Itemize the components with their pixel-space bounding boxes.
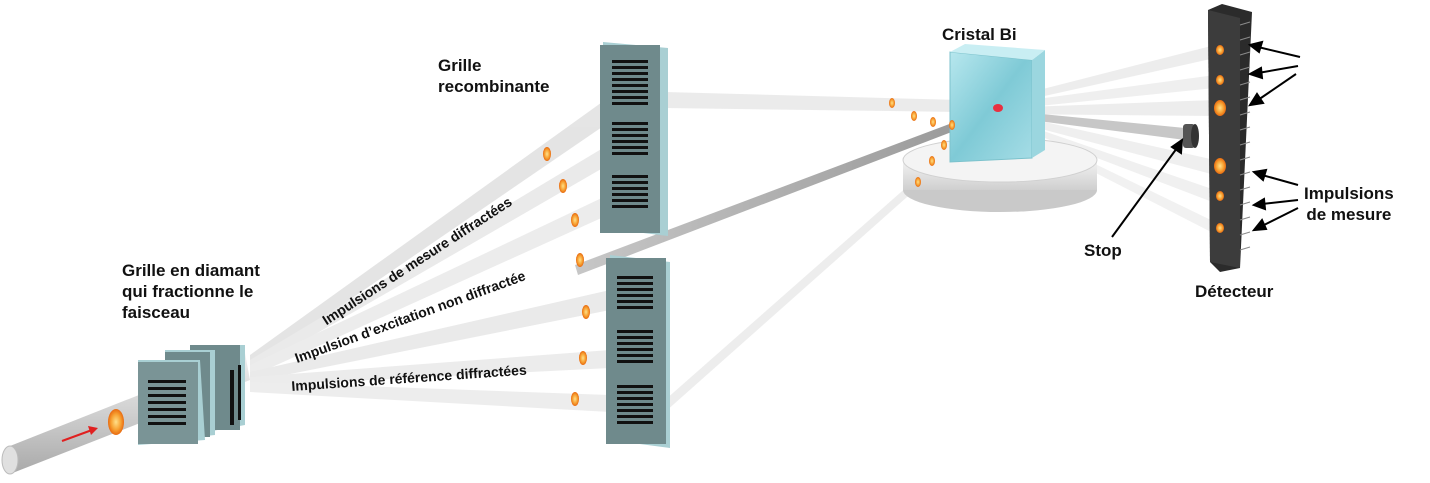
recombining-grating-label-line2: recombinante bbox=[438, 77, 550, 96]
input-arrow bbox=[61, 426, 98, 442]
stop-label: Stop bbox=[1084, 241, 1122, 260]
detector-beams bbox=[1000, 45, 1215, 234]
label-arrows bbox=[1111, 40, 1301, 238]
diamond-grating bbox=[138, 345, 245, 445]
diamond-grating-label: Grille en diamant qui fractionne le fais… bbox=[122, 260, 260, 323]
detector-label: Détecteur bbox=[1195, 282, 1274, 301]
measurement-pulses-label-line1: Impulsions bbox=[1304, 184, 1394, 203]
recombining-grating-bottom bbox=[606, 255, 670, 448]
crystal-label: Cristal Bi bbox=[942, 25, 1017, 44]
recombining-grating-label-line1: Grille bbox=[438, 56, 482, 75]
beam-stop bbox=[1183, 124, 1199, 148]
recombining-grating-label: Grille recombinante bbox=[438, 55, 549, 97]
excitation-beam bbox=[575, 120, 962, 275]
recombined-beams bbox=[665, 92, 960, 412]
diamond-grating-label-line1: Grille en diamant bbox=[122, 261, 260, 280]
pulses bbox=[108, 98, 955, 435]
diamond-grating-label-line2: qui fractionne le bbox=[122, 282, 254, 301]
diamond-grating-label-line3: faisceau bbox=[122, 303, 191, 322]
measurement-pulses-label: Impulsions de mesure bbox=[1304, 183, 1394, 225]
recombining-grating-top bbox=[600, 42, 668, 236]
detector bbox=[1208, 4, 1252, 272]
diffracted-beams bbox=[250, 100, 610, 412]
measurement-pulses-label-line2: de mesure bbox=[1306, 205, 1392, 224]
bi-crystal bbox=[902, 44, 1098, 212]
